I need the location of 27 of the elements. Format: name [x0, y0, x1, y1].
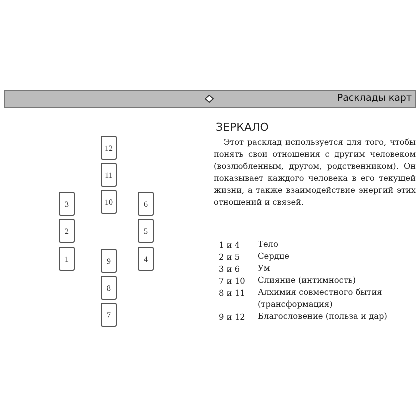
card-pair-numbers: 8 и 11 [219, 288, 246, 298]
tarot-card: 12 [101, 136, 117, 160]
pair-meaning: Благословение (польза и дар) [258, 310, 388, 322]
pair-meaning: Тело [258, 238, 280, 250]
tarot-card: 6 [138, 192, 154, 216]
tarot-card: 10 [101, 190, 117, 214]
section-header: Расклады карт [337, 93, 412, 104]
pair-meaning: Слияние (интимность) [258, 274, 358, 286]
card-pair-numbers: 1 и 4 [219, 240, 240, 250]
tarot-card: 3 [59, 192, 75, 216]
tarot-card: 2 [59, 219, 75, 243]
tarot-card: 7 [101, 303, 117, 327]
tarot-card: 5 [138, 219, 154, 243]
tarot-card: 11 [101, 163, 117, 187]
pair-meaning: Сердце [258, 250, 291, 262]
spread-title: ЗЕРКАЛО [216, 121, 269, 134]
card-pair-numbers: 9 и 12 [219, 312, 246, 322]
card-pair-numbers: 7 и 10 [219, 276, 246, 286]
pair-meaning: Алхимия совместного бытия (трансформация) [258, 286, 384, 310]
tarot-card: 4 [138, 247, 154, 271]
card-pair-numbers: 2 и 5 [219, 252, 240, 262]
description-paragraph: Этот расклад используется для того, чтобы понять свои отношения с другим человеком (возлюбленным, другом, родственником). Он показывает каждого человека в его текущей жизни, а также взаимодействие энергий этих отношений и связей. [214, 136, 416, 208]
tarot-card: 1 [59, 247, 75, 271]
card-pair-numbers: 3 и 6 [219, 264, 240, 274]
tarot-card: 9 [101, 249, 117, 273]
tarot-card: 8 [101, 276, 117, 300]
pair-meaning: Ум [258, 262, 272, 274]
